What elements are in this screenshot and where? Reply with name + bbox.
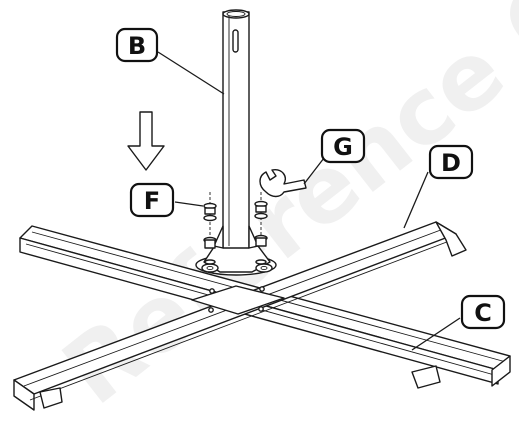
callout-d-label: D — [441, 149, 461, 177]
leader-lines — [157, 51, 461, 351]
callout-g: G — [320, 128, 366, 164]
callout-d: D — [428, 144, 474, 180]
callout-f: F — [129, 182, 175, 218]
wrench-icon — [259, 169, 307, 198]
center-crossing — [191, 285, 285, 315]
callout-c-label: C — [474, 299, 492, 327]
pole-b — [213, 9, 259, 249]
callout-g-label: G — [333, 133, 353, 161]
callout-b-label: B — [128, 32, 146, 60]
callout-b: B — [115, 27, 159, 63]
callout-f-label: F — [144, 187, 160, 215]
bolt-set-f — [203, 192, 268, 265]
callout-c: C — [460, 294, 506, 330]
down-arrow-icon — [127, 111, 165, 171]
